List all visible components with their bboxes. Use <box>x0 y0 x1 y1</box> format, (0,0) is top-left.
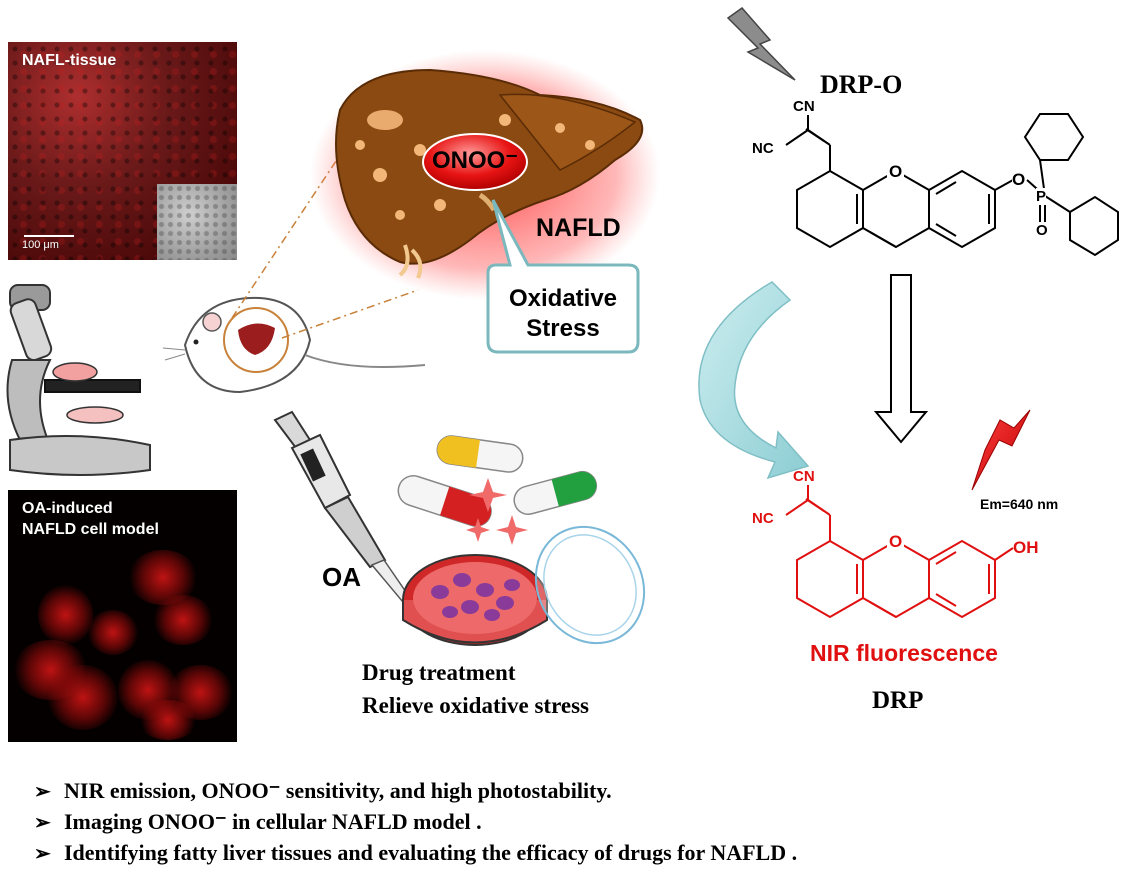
nafld-label: NAFLD <box>536 214 621 242</box>
bullet-item: ➢ Imaging ONOO⁻ in cellular NAFLD model … <box>34 809 482 834</box>
red-lightning-icon <box>971 409 1031 491</box>
mouse-icon <box>162 296 426 394</box>
leader-line <box>281 289 419 339</box>
scale-bar <box>24 235 74 237</box>
microscope-icon <box>6 284 151 476</box>
bullet-item: ➢ Identifying fatty liver tissues and ev… <box>34 840 798 865</box>
tissue-title: NAFL-tissue <box>22 52 117 69</box>
drp-nc-label: NC <box>752 510 774 527</box>
oh-label: OH <box>1013 538 1039 557</box>
product-name: DRP <box>872 687 924 714</box>
drp-structure <box>785 485 1014 619</box>
po-atom-label: O <box>1036 222 1048 239</box>
summary-bullets: ➢ NIR emission, ONOO⁻ sensitivity, and h… <box>34 778 1114 871</box>
drp-o-atom-label: O <box>887 532 905 552</box>
cn-atom-label: CN <box>793 98 815 115</box>
onoo-label: ONOO⁻ <box>431 147 518 174</box>
liver-icon <box>310 50 660 300</box>
o-atom-label: O <box>887 162 905 182</box>
curved-arrow <box>698 281 810 480</box>
oa-label: OA <box>322 562 361 592</box>
scale-label: 100 μm <box>22 239 59 251</box>
nc-atom-label: NC <box>752 140 774 157</box>
petri-dish-icon <box>402 525 646 646</box>
drp-cn-label: CN <box>793 468 815 485</box>
p-atom-label: P <box>1036 188 1047 205</box>
nir-fluorescence-label: NIR fluorescence <box>810 640 998 666</box>
nafl-tissue-image: NAFL-tissue 100 μm <box>8 42 237 260</box>
grey-lightning-icon <box>726 6 796 81</box>
oxidative-stress-callout <box>486 199 640 354</box>
drp-o-structure <box>785 113 1119 257</box>
drug-treatment-label: Drug treatment Relieve oxidative stress <box>362 660 589 718</box>
illustration-canvas <box>6 6 1119 646</box>
cell-title: OA-induced NAFLD cell model <box>22 500 159 538</box>
pill-icons <box>397 435 598 545</box>
reaction-arrow <box>873 274 929 444</box>
probe-name: DRP-O <box>820 70 903 99</box>
emission-label: Em=640 nm <box>980 496 1059 512</box>
brightfield-inset <box>157 184 237 260</box>
cell-model-image: OA-induced NAFLD cell model <box>8 490 237 742</box>
ester-o-label: O <box>1012 170 1026 190</box>
oxidative-stress-label: Oxidative Stress <box>508 285 618 342</box>
bullet-item: ➢ NIR emission, ONOO⁻ sensitivity, and h… <box>34 778 612 803</box>
